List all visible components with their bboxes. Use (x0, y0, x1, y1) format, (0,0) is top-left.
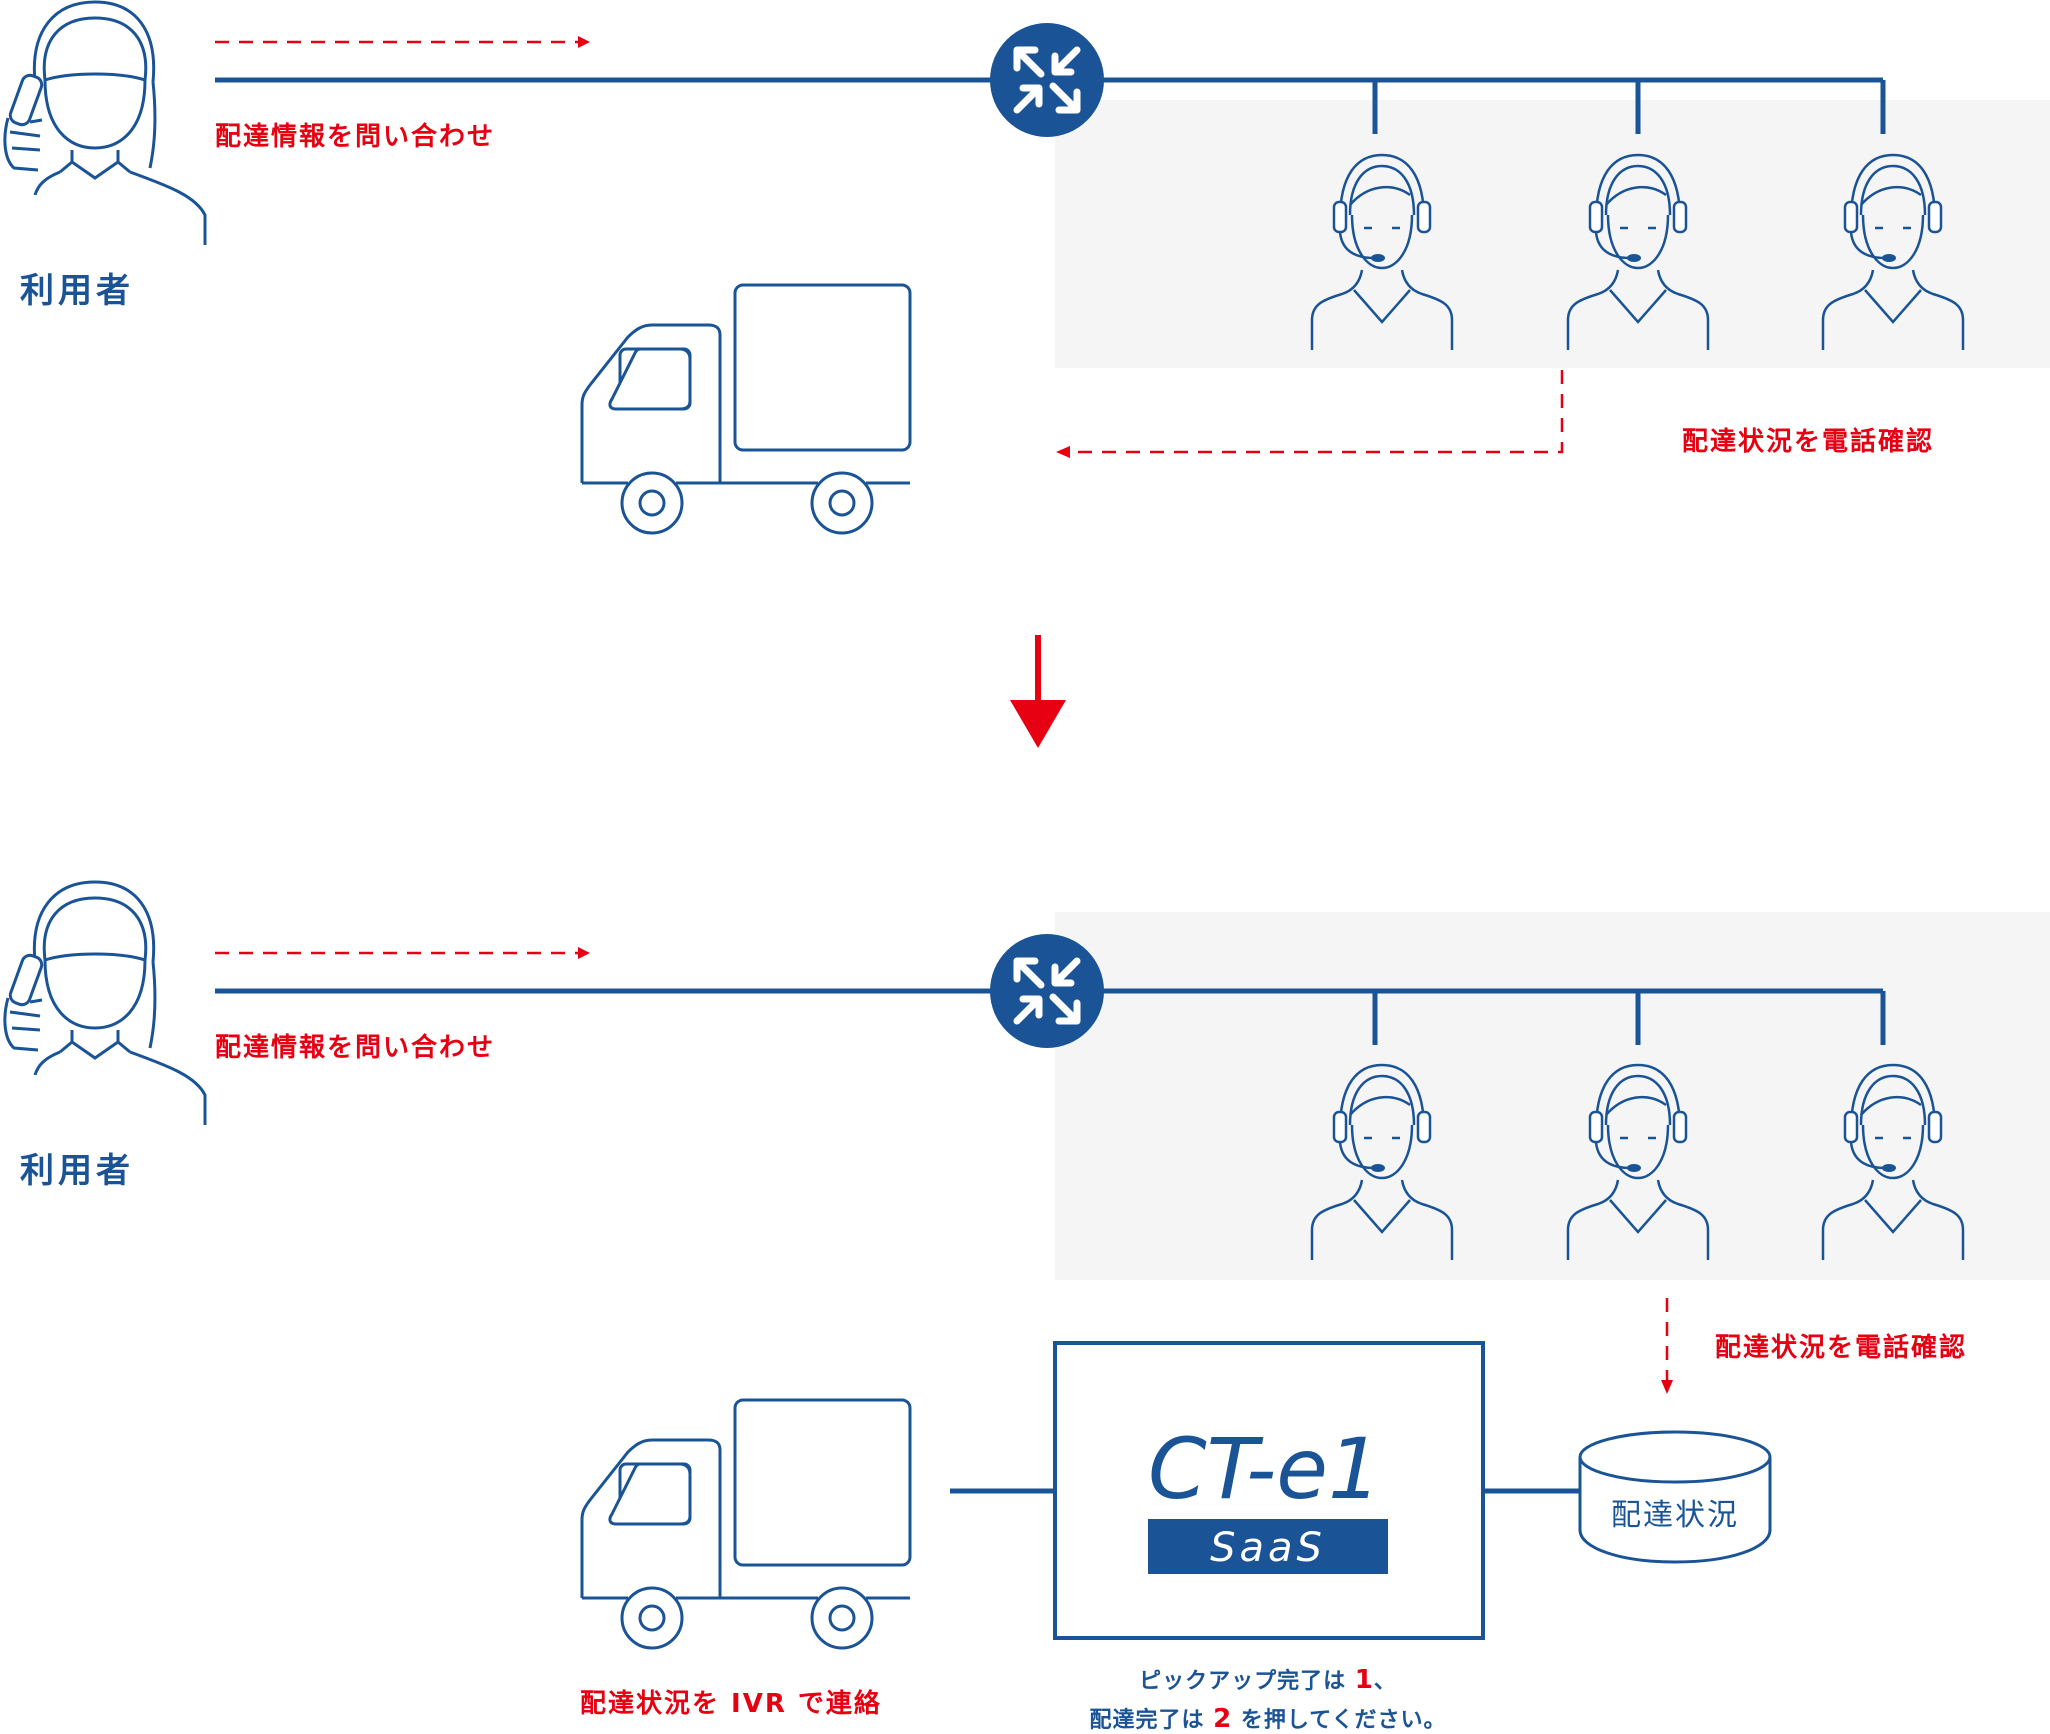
ivr-message-line1-text: ピックアップ完了は (1139, 1668, 1355, 1694)
call-center-panel (1055, 912, 2050, 1280)
user-label: 利用者 (20, 1151, 134, 1191)
ivr-message-line2-text: 配達完了は (1089, 1707, 1213, 1733)
inquiry-arrowhead (578, 947, 590, 959)
phone-confirm-arrowhead (1056, 446, 1070, 458)
saas-band (1148, 1519, 1388, 1574)
saas-label: SaaS (1210, 1525, 1326, 1571)
phone-confirm-dashed-arrow (1070, 370, 1564, 454)
after-section: 利用者 配達情報を問い合わせ 配達状況を電話確認 CT-e1 SaaS 配達状況… (3, 880, 2050, 1734)
ivr-message-line2-number: 2 (1213, 1704, 1232, 1734)
delivery-truck-icon (580, 283, 912, 535)
ctel-logo: CT-e1 (1148, 1420, 1381, 1518)
inquiry-label: 配達情報を問い合わせ (215, 1032, 495, 1063)
call-center-panel (1055, 100, 2050, 368)
phone-confirm-arrowhead (1661, 1380, 1673, 1394)
phone-confirm-label: 配達状況を電話確認 (1682, 426, 1934, 457)
inquiry-label: 配達情報を問い合わせ (215, 121, 495, 152)
inquiry-arrowhead (578, 36, 590, 48)
database-label: 配達状況 (1611, 1498, 1739, 1533)
ivr-message-line1: ピックアップ完了は 1、 (1139, 1665, 1397, 1695)
database-icon (1578, 1430, 1772, 1564)
user-on-phone-icon (3, 880, 207, 1127)
ivr-contact-label: 配達状況を IVR で連絡 (580, 1688, 882, 1719)
operator-bus (1047, 988, 1886, 1045)
operator-bus (1047, 77, 1886, 134)
delivery-truck-icon (580, 1398, 912, 1650)
user-on-phone-icon (3, 0, 207, 247)
ctel-saas-box (1053, 1341, 1485, 1640)
ivr-message-line1-number: 1 (1355, 1665, 1374, 1695)
ivr-message-line2: 配達完了は 2 を押してください。 (1089, 1704, 1446, 1734)
ivr-message-line1-suffix: 、 (1374, 1669, 1397, 1694)
ivr-message-line2-suffix: を押してください。 (1232, 1707, 1446, 1733)
pbx-switch-icon (990, 23, 1104, 137)
down-arrow-icon (1010, 635, 1066, 748)
pbx-switch-icon (990, 934, 1104, 1048)
before-section: 利用者 配達情報を問い合わせ 配達状況を電話確認 (3, 0, 2050, 535)
phone-confirm-label: 配達状況を電話確認 (1715, 1332, 1967, 1363)
user-label: 利用者 (20, 271, 134, 311)
